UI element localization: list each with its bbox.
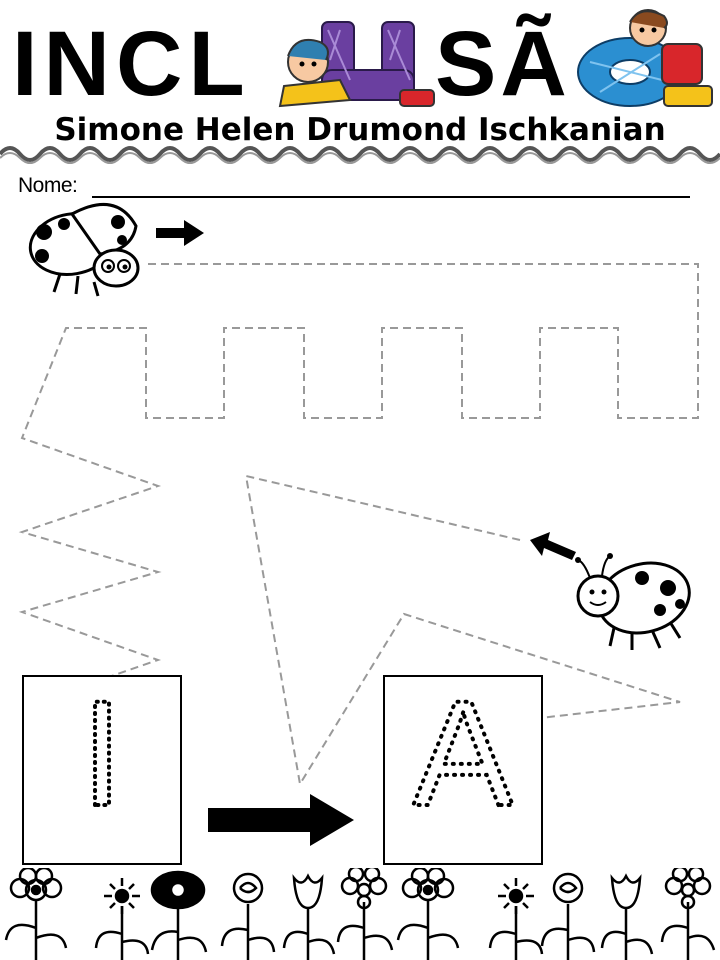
- ladybug-icon: [28, 202, 140, 297]
- flower-icon: [4, 868, 68, 960]
- flower-icon: [660, 868, 716, 960]
- ladybug-icon: [575, 553, 691, 650]
- dotted-letter-i[interactable]: I: [22, 675, 182, 865]
- kid-with-letter-u-icon: [278, 21, 435, 108]
- letter-box-start: [22, 675, 182, 865]
- dotted-letter-a[interactable]: A: [383, 675, 543, 865]
- letter-a-text: A: [413, 675, 513, 837]
- name-label: Nome:: [18, 174, 78, 197]
- flower-border: [4, 868, 716, 960]
- flower-icon: [94, 878, 150, 960]
- rope-divider-icon: [0, 146, 720, 164]
- trace-path-zigzag: [244, 474, 681, 787]
- flower-icon: [336, 868, 394, 960]
- flower-icon: [488, 878, 544, 960]
- flower-icon: [396, 868, 460, 960]
- flower-icon: [282, 873, 336, 960]
- flower-icon: [600, 873, 654, 960]
- letter-box-end: [383, 675, 543, 865]
- letter-i-text: I: [81, 675, 123, 837]
- arrow-left-icon: [530, 532, 576, 560]
- name-write-line[interactable]: [92, 196, 690, 198]
- author-name: Simone Helen Drumond Ischkanian: [54, 112, 666, 148]
- title-sa: SÃ: [435, 13, 571, 115]
- flower-icon: [150, 870, 208, 960]
- kid-with-letter-o-icon: [577, 9, 713, 107]
- title-incl: INCL: [12, 13, 251, 115]
- arrow-right-icon: [208, 794, 354, 846]
- flower-icon: [220, 872, 276, 960]
- trace-path-top: [18, 263, 699, 681]
- flower-icon: [540, 872, 596, 960]
- arrow-right-icon: [156, 220, 204, 246]
